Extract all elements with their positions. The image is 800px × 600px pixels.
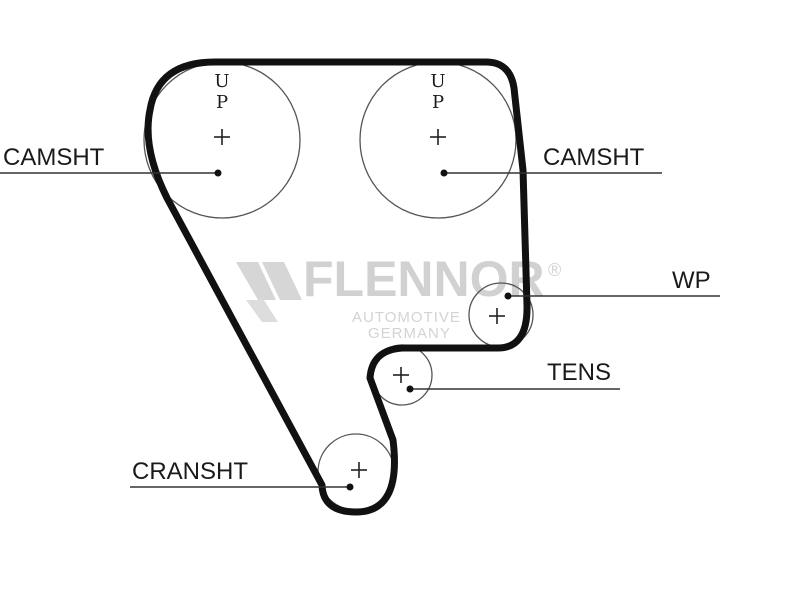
watermark: FLENNOR ® AUTOMOTIVE GERMANY (236, 251, 561, 342)
label-water-pump: WP (672, 267, 711, 294)
right-pulley-mark-p: P (432, 92, 444, 113)
timing-belt (144, 58, 531, 516)
water-pump-cross-icon (489, 308, 505, 324)
watermark-subtitle-line1: AUTOMOTIVE (352, 309, 461, 326)
tensioner-cross-icon (393, 367, 409, 383)
watermark-registered-mark: ® (548, 260, 561, 280)
label-camshaft-right: CAMSHT (543, 144, 645, 171)
left-pulley-mark-p: P (216, 92, 228, 113)
watermark-logo-icon (236, 262, 302, 322)
dot-camshaft-right (440, 169, 448, 177)
dot-water-pump (504, 292, 512, 300)
right-camshaft-cross-icon (430, 129, 446, 145)
dot-camshaft-left (214, 169, 222, 177)
right-pulley-mark-u: U (430, 71, 445, 92)
watermark-brand: FLENNOR (303, 251, 545, 307)
dot-crankshaft (346, 483, 354, 491)
label-tensioner: TENS (547, 359, 611, 386)
label-camshaft-left: CAMSHT (3, 144, 105, 171)
watermark-subtitle-line2: GERMANY (368, 325, 451, 342)
left-camshaft-cross-icon (214, 129, 230, 145)
left-pulley-mark-u: U (214, 71, 229, 92)
label-crankshaft: CRANSHT (132, 458, 248, 485)
crankshaft-cross-icon (351, 462, 367, 478)
dot-tensioner (406, 385, 414, 393)
